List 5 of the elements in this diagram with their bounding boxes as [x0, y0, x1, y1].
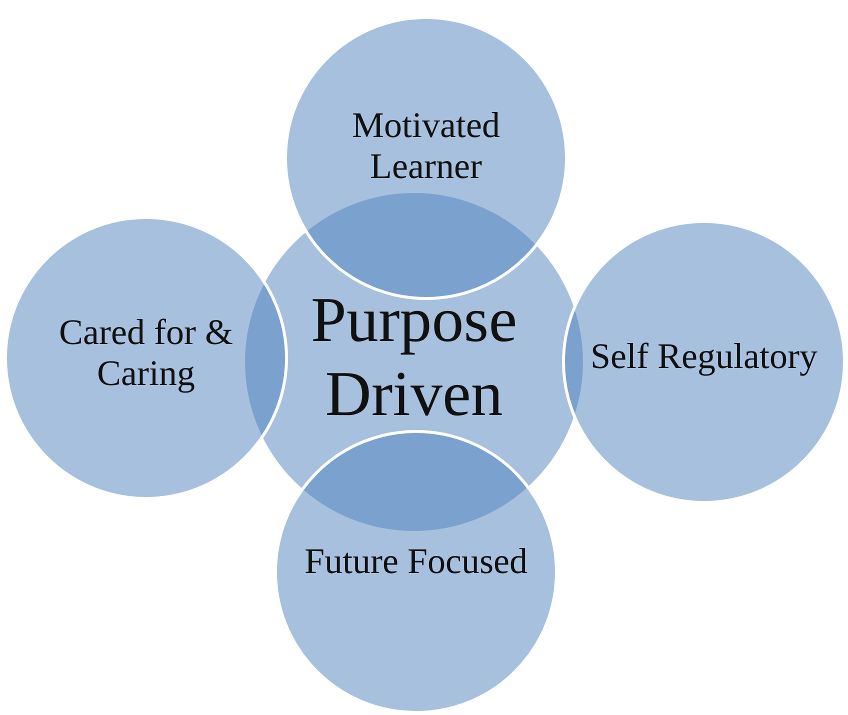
circle-label: Cared for & Caring: [58, 312, 234, 394]
circle-label: Motivated Learner: [351, 104, 501, 188]
circle-label: Future Focused: [304, 541, 528, 583]
circle-label: Purpose Driven: [310, 283, 518, 431]
circle-label: Self Regulatory: [590, 336, 818, 378]
